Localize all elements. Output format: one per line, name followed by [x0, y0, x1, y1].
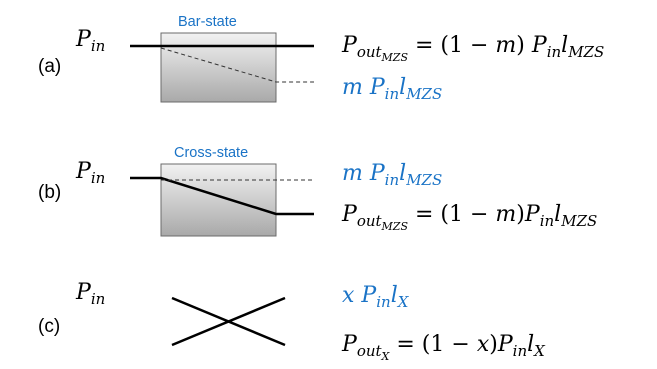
- panel-c-crossing-line-up: [171, 296, 286, 347]
- panel-a: (a) Pin Bar-state PoutMZS = (1 − m) Pinl…: [38, 14, 604, 103]
- panel-a-input-label: Pin: [75, 27, 105, 55]
- panel-c-tag: (c): [38, 316, 60, 337]
- panel-a-switch-box: [160, 32, 277, 103]
- panel-a-state-label: Bar-state: [178, 14, 237, 30]
- panel-b-state-label: Cross-state: [174, 145, 248, 161]
- panel-c-output-main: PoutX = (1 − x)PinlX: [341, 332, 546, 363]
- panel-b: (b) Pin Cross-state m PinlMZS PoutMZS = …: [38, 145, 597, 237]
- panel-a-leak-path: [160, 47, 314, 83]
- panel-c-input-label: Pin: [75, 280, 105, 308]
- panel-c: (c) Pin x PinlX PoutX = (1 − x)PinlX: [38, 280, 546, 363]
- panel-b-output-leak: m PinlMZS: [342, 161, 442, 189]
- panel-a-tag: (a): [38, 56, 61, 77]
- panel-b-input-label: Pin: [75, 159, 105, 187]
- panel-b-cross-path: [130, 176, 314, 216]
- panel-c-output-leak: x PinlX: [342, 283, 410, 311]
- panel-b-output-main: PoutMZS = (1 − m)PinlMZS: [341, 202, 597, 233]
- panel-a-output-leak: m PinlMZS: [342, 75, 442, 103]
- panel-a-output-main: PoutMZS = (1 − m) PinlMZS: [341, 33, 604, 64]
- panel-b-tag: (b): [38, 182, 61, 203]
- panel-b-switch-box: [160, 163, 277, 237]
